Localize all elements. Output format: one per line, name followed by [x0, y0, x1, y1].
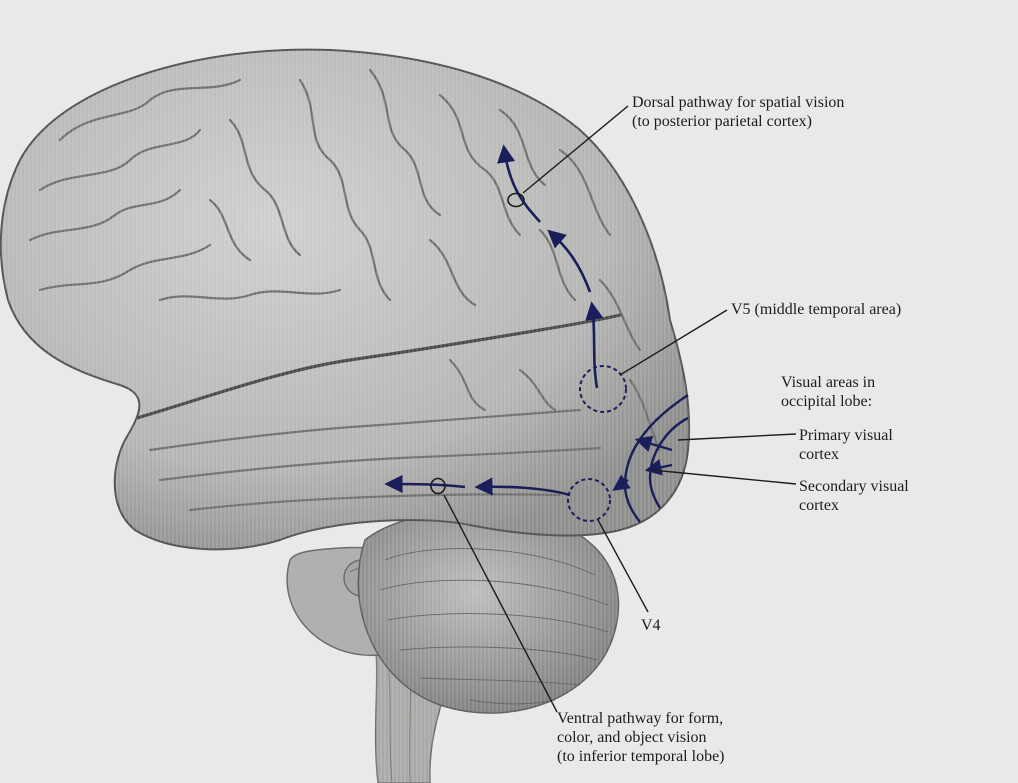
ventral-pathway-label-line-2: color, and object vision: [557, 728, 725, 747]
occipital-lobe-label-line-1: Visual areas in: [781, 373, 875, 392]
dorsal-pathway-label-line-2: (to posterior parietal cortex): [632, 112, 844, 131]
ventral-pathway-label-line-1: Ventral pathway for form,: [557, 709, 725, 728]
primary-leader-line: [678, 434, 796, 440]
secondary-visual-cortex-label-line-1: Secondary visual: [799, 477, 909, 496]
dorsal-pathway-label: Dorsal pathway for spatial vision (to po…: [632, 93, 844, 131]
v5-label-line-1: V5 (middle temporal area): [731, 300, 901, 319]
secondary-visual-cortex-label: Secondary visual cortex: [799, 477, 909, 515]
v4-label-line-1: V4: [641, 616, 661, 635]
ventral-pathway-label-line-3: (to inferior temporal lobe): [557, 747, 725, 766]
secondary-visual-cortex-label-line-2: cortex: [799, 496, 909, 515]
cerebral-cortex: [0, 40, 700, 560]
ventral-pathway-label: Ventral pathway for form, color, and obj…: [557, 709, 725, 766]
primary-visual-cortex-label: Primary visual cortex: [799, 426, 893, 464]
dorsal-pathway-label-line-1: Dorsal pathway for spatial vision: [632, 93, 844, 112]
occipital-lobe-label: Visual areas in occipital lobe:: [781, 373, 875, 411]
v5-label: V5 (middle temporal area): [731, 300, 901, 319]
primary-visual-cortex-label-line-1: Primary visual: [799, 426, 893, 445]
v4-label: V4: [641, 616, 661, 635]
primary-visual-cortex-label-line-2: cortex: [799, 445, 893, 464]
occipital-lobe-label-line-2: occipital lobe:: [781, 392, 875, 411]
